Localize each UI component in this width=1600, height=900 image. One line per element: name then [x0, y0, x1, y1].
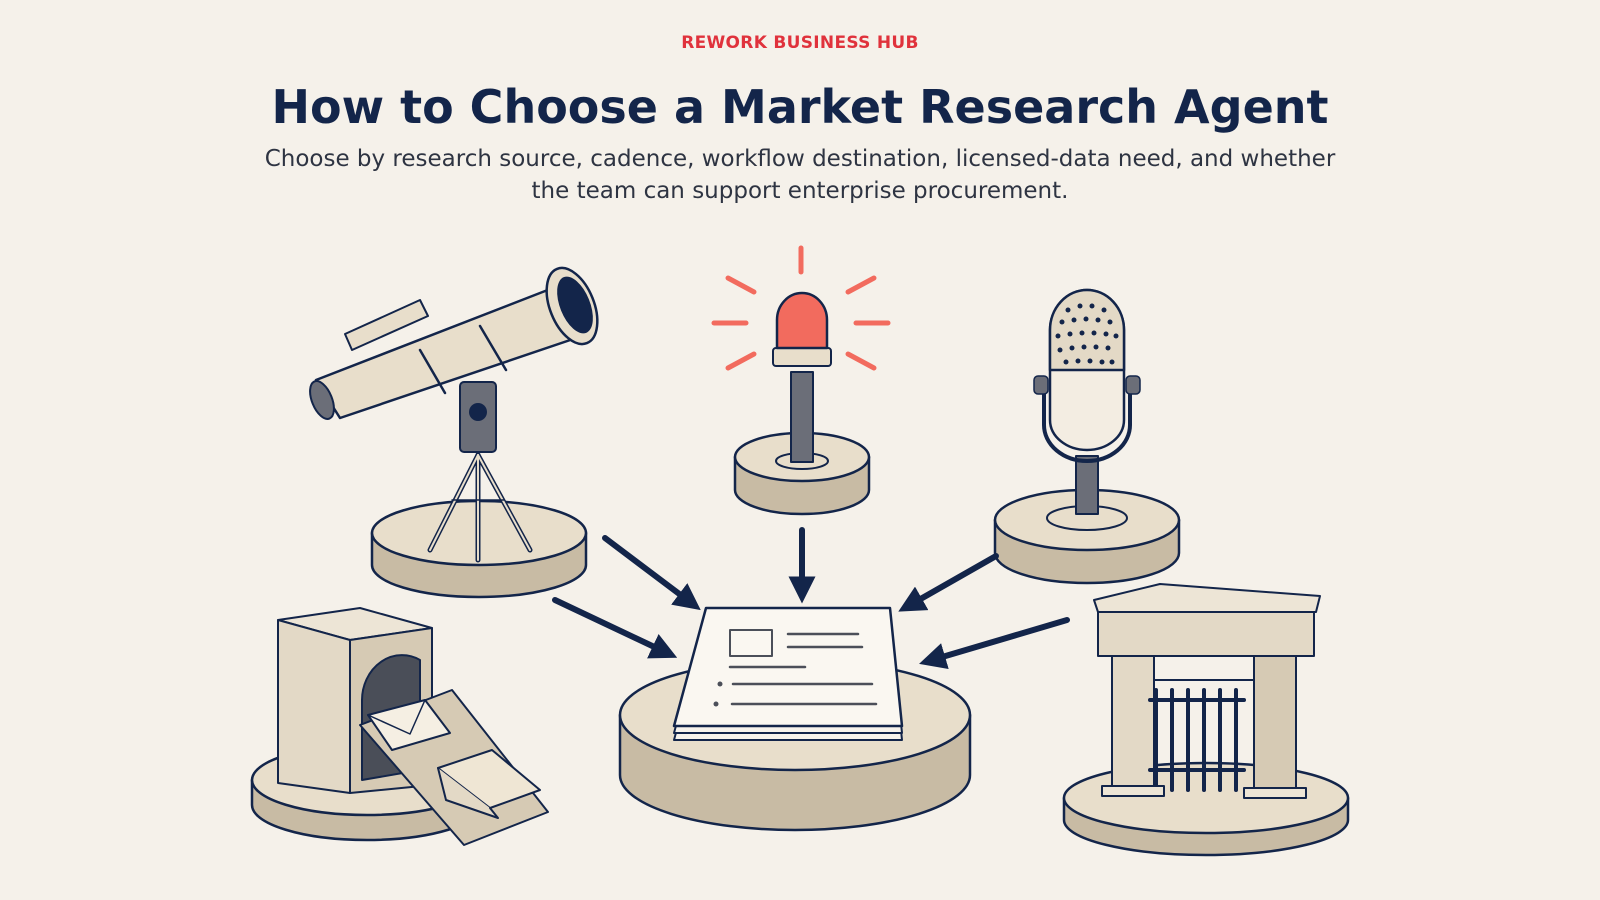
- arrow-microphone-to-report: [898, 553, 999, 612]
- page-title: How to Choose a Market Research Agent: [271, 80, 1329, 134]
- gate-icon: [1062, 583, 1350, 857]
- report-document-icon: [618, 606, 972, 832]
- page-subtitle: Choose by research source, cadence, work…: [264, 146, 1336, 204]
- arrow-gate-to-report: [919, 617, 1070, 670]
- mail-inbox-icon: [250, 607, 549, 846]
- alert-beacon-icon: [711, 245, 891, 516]
- microphone-icon: [993, 288, 1181, 585]
- arrow-mail-to-report: [552, 597, 678, 659]
- brand-eyebrow: REWORK BUSINESS HUB: [681, 33, 919, 53]
- flow-arrows: [552, 527, 1070, 670]
- arrow-telescope-to-report: [602, 535, 701, 611]
- telescope-icon: [309, 266, 599, 599]
